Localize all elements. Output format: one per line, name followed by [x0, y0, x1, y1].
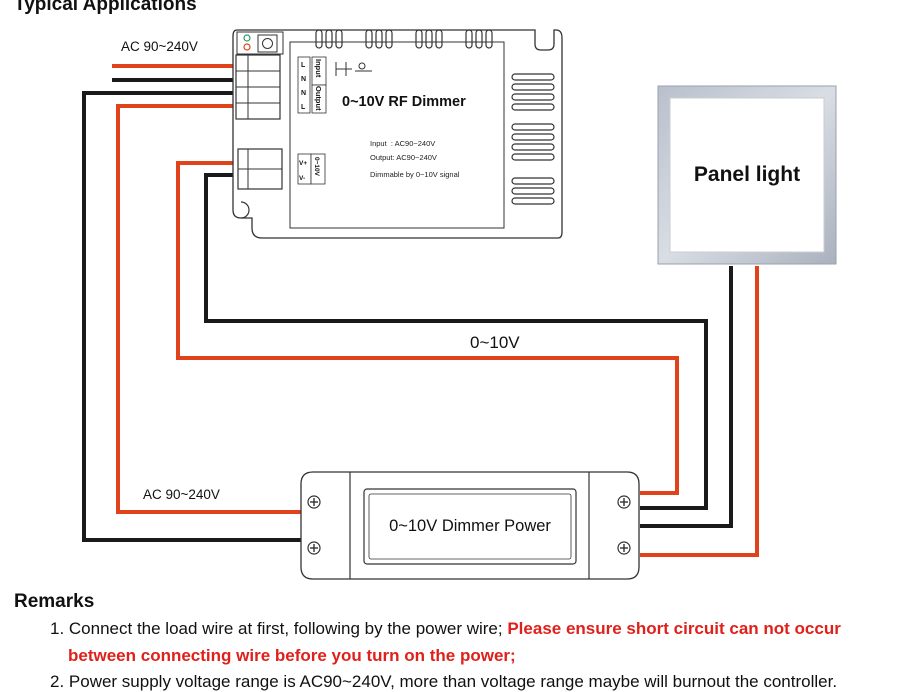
terminal-input-label: Input: [314, 59, 323, 78]
signal-pin-vminus: V-: [299, 175, 305, 182]
wire-neutral-black: [82, 91, 303, 542]
pin-label-2: N: [301, 76, 306, 83]
power-supply-label: 0~10V Dimmer Power: [389, 517, 551, 535]
led-red-icon: [243, 43, 251, 51]
panel-light-label: Panel light: [694, 163, 800, 186]
screw-icons: [307, 495, 631, 555]
wire-panel-black: [640, 266, 733, 528]
switch-symbol-icon: [335, 62, 372, 76]
dimmer-spec-input: Input : AC90~240V: [370, 139, 435, 148]
signal-wire-label: 0~10V: [470, 333, 520, 352]
dimmer-body: [232, 29, 563, 239]
terminal-output-label: Output: [314, 86, 323, 111]
ac-input-label-top: AC 90~240V: [121, 39, 198, 54]
remarks-title: Remarks: [14, 591, 95, 612]
signal-terminal-block: [237, 148, 326, 190]
wire-signal-red: [176, 161, 679, 495]
pin-label-3: N: [301, 90, 306, 97]
ac-input-label-bottom: AC 90~240V: [143, 487, 220, 502]
dimmer-spec-output: Output: AC90~240V: [370, 153, 437, 162]
mains-terminal-block: [235, 54, 281, 120]
rf-dimmer: L N N L Input Output 0~10V RF Dimmer Inp…: [232, 29, 563, 239]
led-green-icon: [243, 34, 251, 42]
dimmer-vents-top: [315, 29, 493, 49]
dimmer-power-supply: 0~10V Dimmer Power: [300, 471, 640, 580]
pin-label-4: L: [301, 104, 306, 111]
wire-signal-black: [204, 173, 708, 510]
remark-item-1-warning: Please ensure short circuit can not occu…: [507, 619, 841, 638]
dimmer-vents-right: [511, 73, 555, 205]
remark-item-1-warning-cont: between connecting wire before you turn …: [68, 646, 516, 665]
remark-item-1-text: 1. Connect the load wire at first, follo…: [50, 619, 508, 638]
terminal-pin-labels: L N N L: [297, 56, 311, 114]
wire-live-red: [116, 104, 303, 514]
section-title: Typical Applications: [14, 0, 197, 15]
pin-label-1: L: [301, 62, 306, 69]
signal-terminal-label: 0~10V: [313, 157, 320, 177]
panel-light: Panel light: [657, 85, 837, 265]
remark-item-1: 1. Connect the load wire at first, follo…: [50, 619, 841, 639]
wiring-diagram: L N N L Input Output 0~10V RF Dimmer Inp…: [82, 29, 837, 580]
remark-item-2: 2. Power supply voltage range is AC90~24…: [50, 672, 838, 691]
dimmer-title: 0~10V RF Dimmer: [342, 94, 466, 110]
wire-panel-red: [640, 266, 759, 557]
signal-pin-vplus: V+: [299, 160, 307, 167]
dimmer-spec-dimmable: Dimmable by 0~10V signal: [370, 170, 460, 179]
wires: [82, 64, 759, 557]
learn-button: [257, 34, 278, 53]
